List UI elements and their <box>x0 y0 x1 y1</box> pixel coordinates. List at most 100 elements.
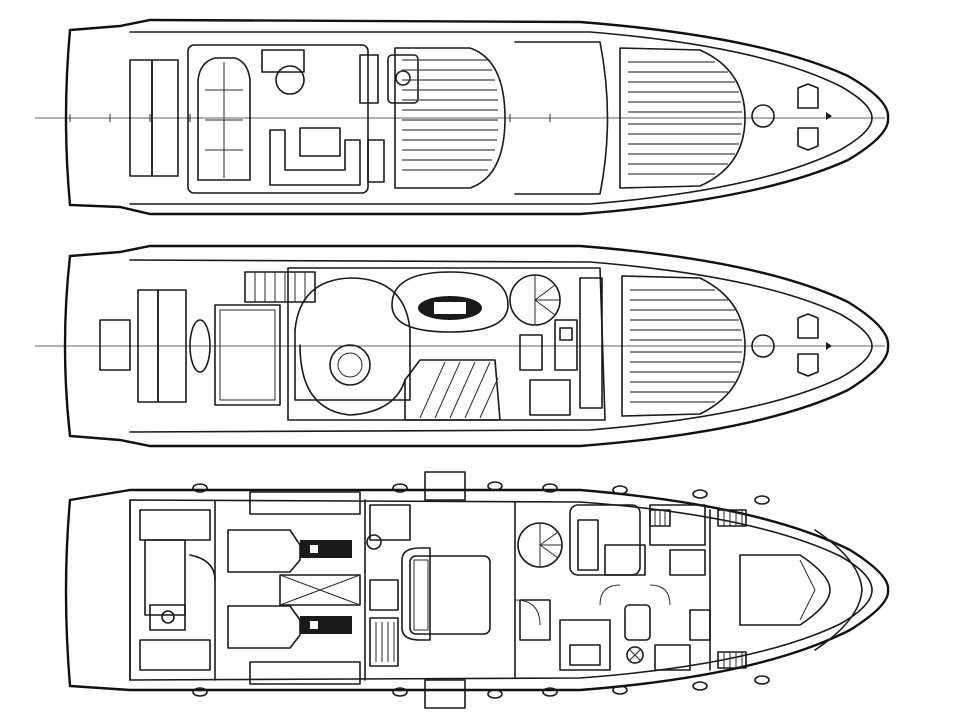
guest-vanity-starboard <box>654 644 691 671</box>
galley-hatching <box>419 361 499 419</box>
flybridge-sunbed-slats <box>402 59 498 171</box>
stairs-to-flybridge <box>244 271 316 303</box>
engine-room <box>227 491 361 685</box>
bow-fitting-main <box>826 342 832 350</box>
cockpit-dining-table-inner <box>219 309 276 401</box>
starboard-gearbox-detail <box>310 621 318 629</box>
tender-detail <box>205 62 243 178</box>
vip-forward-bed <box>739 554 831 626</box>
anchor-windlass-top-2 <box>797 127 819 151</box>
starboard-engine <box>227 605 301 649</box>
lower-spiral-steps <box>539 523 562 567</box>
crew-cabin <box>144 539 186 616</box>
flybridge-helm-wheel <box>395 70 411 86</box>
hull-portholes <box>192 481 770 699</box>
master-wardrobe <box>369 504 411 541</box>
guest-bed-starboard <box>569 644 601 666</box>
foredeck-sunpad-slats-main <box>630 289 742 403</box>
starboard-gearbox <box>300 616 352 634</box>
lower-doors <box>514 584 671 626</box>
guest-shower-starboard <box>626 646 644 664</box>
dining-seating <box>391 271 509 333</box>
main-deck-inner-bulwark <box>129 259 873 433</box>
flybridge-helm-console <box>387 54 419 104</box>
flybridge-wet-bar <box>359 54 379 104</box>
flybridge-inner-bulwark <box>129 31 873 205</box>
master-bed <box>409 555 491 635</box>
crew-door-swing <box>189 554 216 581</box>
main-helm-console <box>554 319 578 371</box>
flybridge-sunbed <box>394 47 506 189</box>
flybridge-side-seat <box>367 139 385 183</box>
crew-head <box>149 604 186 631</box>
flybridge-aft-bench <box>151 59 179 177</box>
guest-shower-drain <box>628 648 642 662</box>
generator-cross <box>279 574 361 606</box>
main-deck-hull-outline <box>63 244 890 448</box>
tender-boat <box>197 57 251 181</box>
dining-table-highlight <box>434 302 466 314</box>
saloon-sofa-curve <box>299 344 406 416</box>
port-gearbox <box>300 540 352 558</box>
crew-bunk-bottom <box>139 639 211 671</box>
foredeck-sunpad-slats-top <box>628 61 742 175</box>
anchor-windlass-top <box>797 83 819 109</box>
flybridge-deck-plan <box>35 18 890 216</box>
port-gearbox-detail <box>310 545 318 553</box>
flybridge-locker <box>261 49 305 73</box>
vip-forward-hull-line <box>814 529 863 651</box>
flybridge-station-marks <box>69 114 551 122</box>
saloon-curved-sofa <box>294 277 411 401</box>
flybridge-aft-deck <box>187 44 369 194</box>
saloon-outline <box>287 267 606 421</box>
crew-toilet <box>161 610 175 624</box>
guest-bed-port-a <box>577 519 599 571</box>
foredeck-sunpad-top <box>619 47 746 189</box>
master-window-bottom <box>424 679 466 709</box>
lower-deck-plan <box>64 471 890 709</box>
anchor-windlass-main-2 <box>797 353 819 377</box>
saloon-round-table <box>329 344 371 386</box>
main-helm-dash <box>579 277 603 409</box>
generator-box <box>279 574 361 606</box>
davit-crane <box>275 65 305 95</box>
flybridge-table <box>299 127 341 157</box>
lower-deck-hull-outline <box>64 488 890 692</box>
foredeck-hatch-main <box>751 334 775 358</box>
crew-bunk-top <box>139 509 211 541</box>
master-headboard <box>401 547 431 641</box>
flybridge-hull-outline <box>64 18 890 216</box>
main-aft-bench <box>157 289 187 403</box>
foredeck-hatch-top <box>751 104 775 128</box>
bow-fitting-top <box>826 112 832 120</box>
master-ensuite <box>369 617 399 667</box>
master-vanity <box>369 579 399 611</box>
flybridge-coachroof <box>514 41 609 195</box>
cockpit-dining-table <box>214 304 281 406</box>
engine-room-tank-bottom <box>249 661 361 685</box>
saloon-round-table-inner <box>337 352 363 378</box>
guest-bed-port-b <box>604 544 646 576</box>
galley-area <box>404 359 501 421</box>
main-deck-plan <box>35 244 890 448</box>
lower-deck-inner-hull <box>129 499 873 681</box>
guest-shower-port <box>669 549 706 576</box>
main-helm-screen <box>559 327 573 341</box>
flybridge-u-sofa <box>269 129 361 186</box>
anchor-windlass-main <box>797 313 819 339</box>
engine-room-tank-top <box>249 491 361 515</box>
aft-cockpit-table <box>189 319 211 373</box>
master-pillows <box>413 559 429 631</box>
master-ensuite-grille <box>375 622 395 662</box>
spiral-staircase-steps <box>534 275 560 325</box>
swim-platform-locker <box>99 319 131 371</box>
port-engine <box>227 529 301 573</box>
guest-head-port <box>649 504 706 546</box>
guest-head-starboard <box>624 604 651 641</box>
guest-toilet-starboard <box>689 609 711 641</box>
lower-vent-grilles <box>649 509 747 669</box>
lower-linen-locker <box>519 599 551 641</box>
master-window-top <box>424 471 466 501</box>
